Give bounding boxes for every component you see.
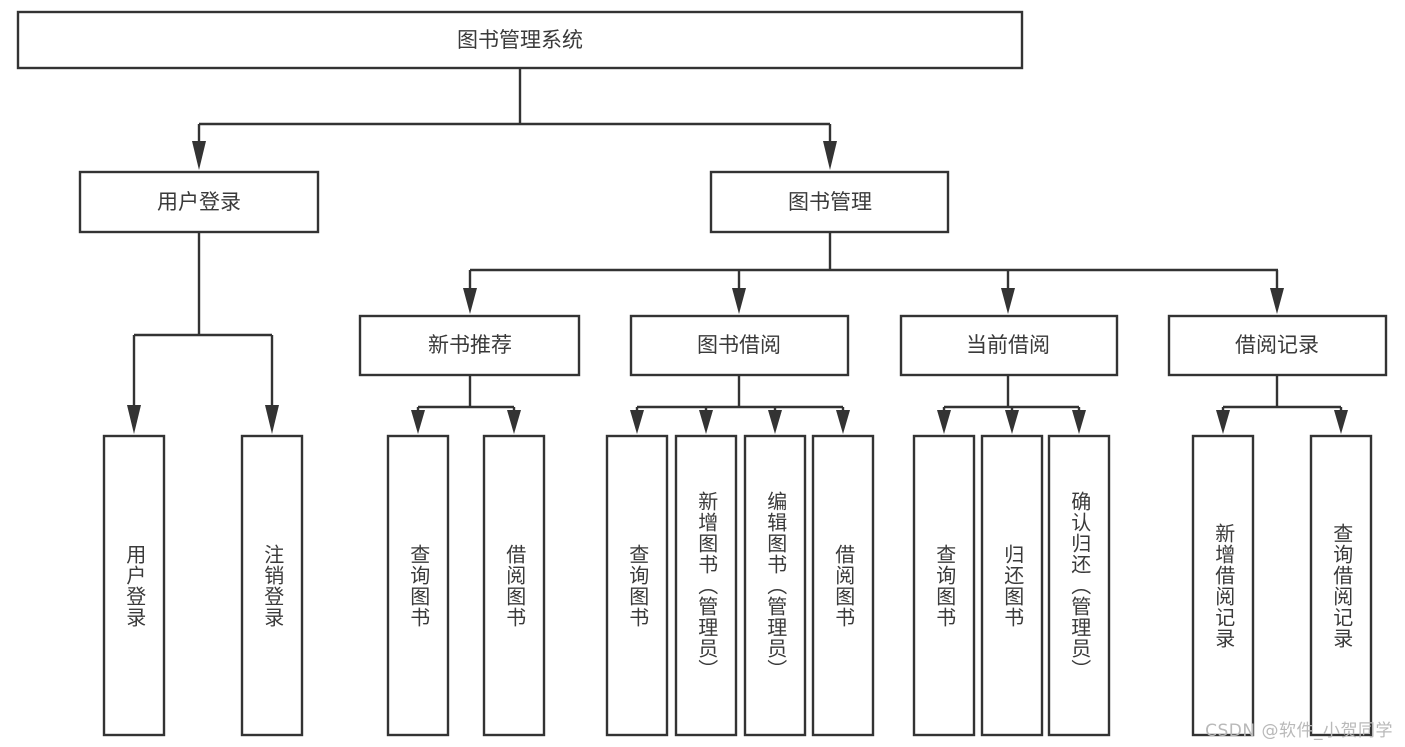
arrow-head-currentborrow-leaf-2 (1005, 410, 1019, 434)
node-current-borrow-box (899, 314, 1119, 377)
node-book-borrow-box (629, 314, 850, 377)
arrow-head-bookborrow-leaf-1 (630, 410, 644, 434)
arrow-head-to-book-management (823, 141, 837, 170)
leaf-box-book-borrow-1[interactable] (605, 434, 669, 737)
connector-group-new-book (411, 375, 521, 434)
node-root-label: 图书管理系统 (457, 28, 583, 52)
leaf-box-current-borrow-2[interactable] (980, 434, 1044, 737)
arrow-head-to-user-login (192, 141, 206, 170)
node-book-borrow-label: 图书借阅 (697, 333, 781, 357)
node-book-management-box (709, 170, 950, 234)
node-current-borrow-label: 当前借阅 (966, 333, 1050, 357)
connector-group-book-management (463, 232, 1284, 314)
arrow-head-to-book-borrow (732, 288, 746, 314)
node-new-book-recommend-box (358, 314, 581, 377)
arrow-head-bookborrow-leaf-2 (699, 410, 713, 434)
connector-group-book-borrow (630, 375, 850, 434)
leaf-box-borrow-record-2[interactable] (1309, 434, 1373, 737)
leaf-box-current-borrow-1[interactable] (912, 434, 976, 737)
leaf-box-user-login-2[interactable] (240, 434, 304, 737)
node-user-login-label: 用户登录 (157, 190, 241, 214)
arrow-head-bookborrow-leaf-3 (768, 410, 782, 434)
node-borrow-record-box (1167, 314, 1388, 377)
node-new-book-recommend[interactable]: 新书推荐 (358, 314, 581, 377)
arrow-head-currentborrow-leaf-3 (1072, 410, 1086, 434)
node-user-login[interactable]: 用户登录 (78, 170, 320, 234)
leaf-box-book-borrow-2[interactable] (674, 434, 738, 737)
connector-group-borrow-record (1216, 375, 1348, 434)
leaf-box-book-borrow-4[interactable] (811, 434, 875, 737)
arrow-head-to-new-book (463, 288, 477, 314)
leaf-box-book-borrow-3[interactable] (743, 434, 807, 737)
leaf-box-new-book-2[interactable] (482, 434, 546, 737)
node-book-management-label: 图书管理 (788, 190, 872, 214)
leaf-box-new-book-1[interactable] (386, 434, 450, 737)
arrow-head-bookborrow-leaf-4 (836, 410, 850, 434)
node-new-book-recommend-label: 新书推荐 (428, 333, 512, 357)
node-book-management[interactable]: 图书管理 (709, 170, 950, 234)
node-book-borrow[interactable]: 图书借阅 (629, 314, 850, 377)
arrow-head-to-current-borrow (1001, 288, 1015, 314)
node-user-login-box (78, 170, 320, 234)
arrow-head-borrowrecord-leaf-1 (1216, 410, 1230, 434)
node-root-box (16, 10, 1024, 70)
arrow-head-newbook-leaf-2 (507, 410, 521, 434)
node-root-system[interactable]: 图书管理系统 (16, 10, 1024, 70)
arrow-head-newbook-leaf-1 (411, 410, 425, 434)
leaf-box-borrow-record-1[interactable] (1191, 434, 1255, 737)
node-borrow-record[interactable]: 借阅记录 (1167, 314, 1388, 377)
leaf-box-user-login-1[interactable] (102, 434, 166, 737)
connector-group-root (192, 68, 837, 170)
arrow-head-borrowrecord-leaf-2 (1334, 410, 1348, 434)
arrow-head-user-login-leaf-2 (265, 405, 279, 434)
node-borrow-record-label: 借阅记录 (1235, 333, 1319, 357)
leaf-box-current-borrow-3[interactable] (1047, 434, 1111, 737)
arrow-head-user-login-leaf-1 (127, 405, 141, 434)
arrow-head-to-borrow-record (1270, 288, 1284, 314)
node-current-borrow[interactable]: 当前借阅 (899, 314, 1119, 377)
csdn-watermark: CSDN @软件_小贺同学 (1205, 721, 1393, 741)
connector-group-current-borrow (937, 375, 1086, 434)
connector-group-user-login (127, 232, 279, 434)
arrow-head-currentborrow-leaf-1 (937, 410, 951, 434)
